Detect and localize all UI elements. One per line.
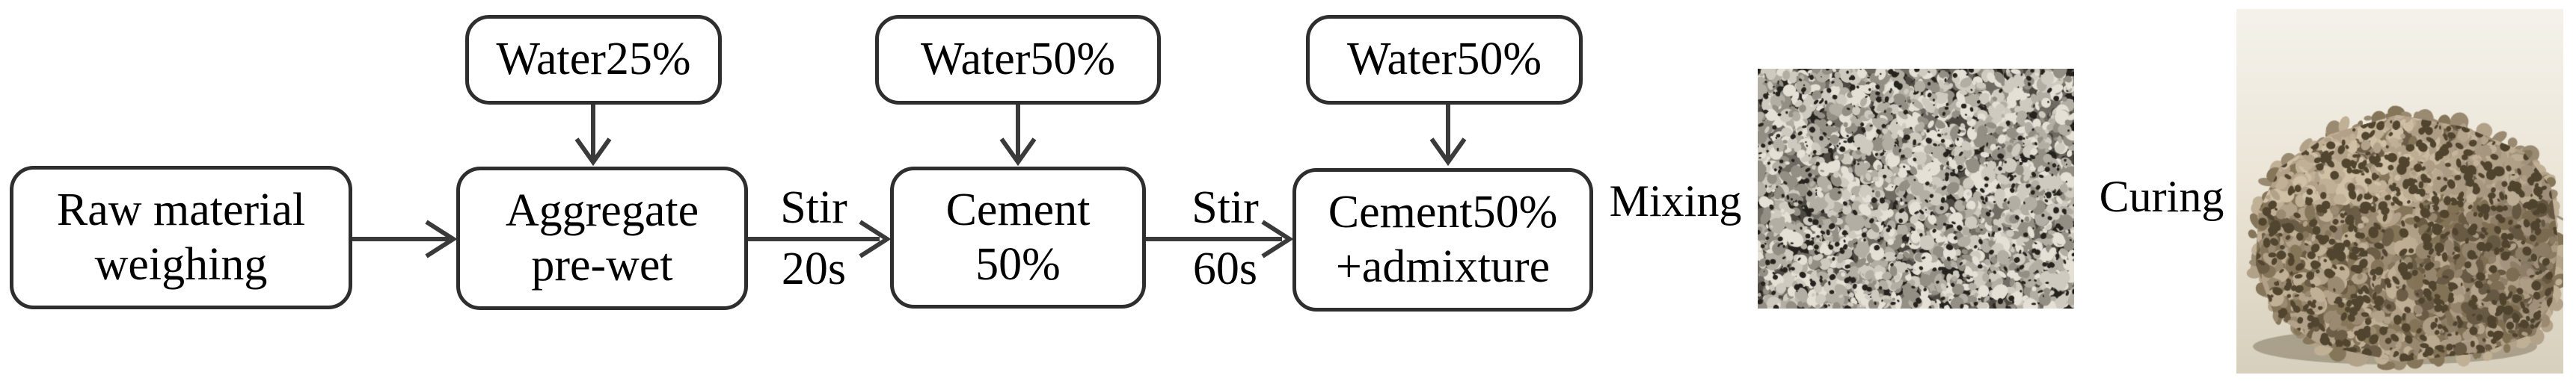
process-box-cement-admixture-label: Cement50% +admixture [1328,186,1558,292]
process-box-aggregate-pre-wet-label: Aggregate pre-wet [505,185,699,291]
process-box-raw-material-weighing: Raw material weighing [10,166,352,309]
arrowhead-water50a [999,137,1037,167]
process-box-cement-50-label: Cement 50% [945,184,1091,290]
stir-60s-bottom-label: 60s [1192,244,1258,294]
arrowhead-stir20 [859,220,892,258]
stir-20s-top-label: Stir [780,182,847,233]
mixing-aggregate-photo [1758,69,2074,309]
process-box-aggregate-pre-wet: Aggregate pre-wet [456,167,748,310]
stir-60s-top-label: Stir [1192,182,1259,233]
water-box-25-label: Water25% [496,34,691,85]
stir-20s-bottom-label: 20s [781,244,847,294]
water-box-25: Water25% [465,15,722,105]
curing-stage-label: Curing [2099,172,2224,221]
water-box-50-first-label: Water50% [920,34,1116,85]
arrowhead-raw-to-aggregate [425,220,458,258]
arrowhead-stir60 [1261,220,1294,258]
process-box-cement-admixture: Cement50% +admixture [1292,168,1593,312]
water-box-50-first: Water50% [875,15,1161,105]
water-box-50-second-label: Water50% [1346,34,1542,85]
mixing-stage-label: Mixing [1609,176,1742,226]
process-box-raw-material-weighing-label: Raw material weighing [56,184,306,290]
curing-cube-photo [2236,9,2563,374]
process-box-cement-50: Cement 50% [890,167,1146,309]
arrowhead-water25 [574,137,612,167]
arrowhead-water50b [1429,137,1467,167]
water-box-50-second: Water50% [1306,15,1583,105]
